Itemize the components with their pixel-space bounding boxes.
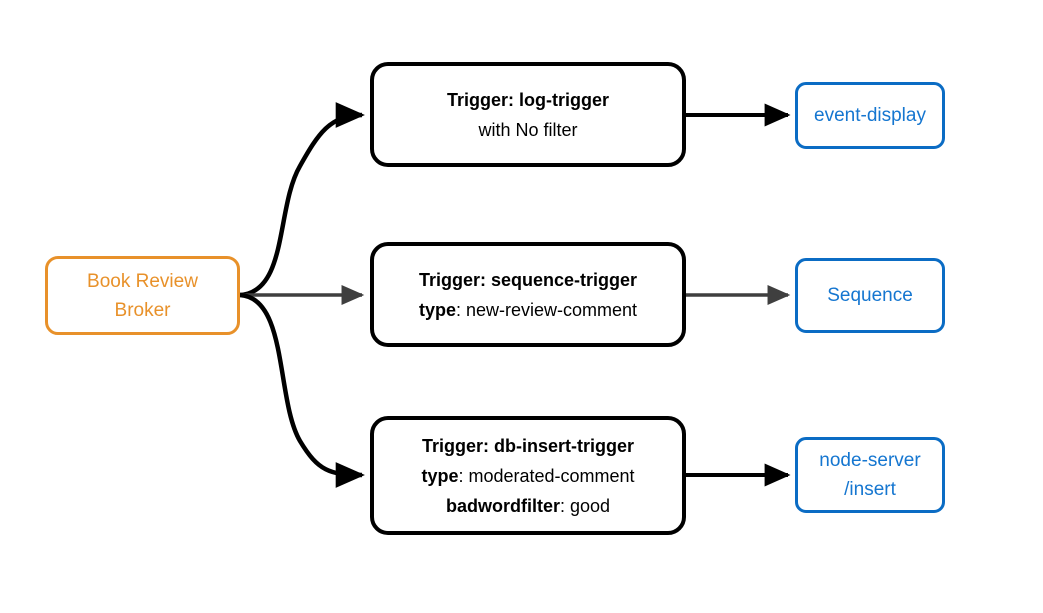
node-target-node-server-insert[interactable]: node-server /insert <box>795 437 945 513</box>
target-sequence-label: Sequence <box>827 285 913 306</box>
connector-broker-to-log-trigger <box>239 102 365 298</box>
target-event-display-label: event-display <box>814 105 926 126</box>
trigger-db-insert-trigger-detail-1-key: type <box>421 465 459 486</box>
trigger-log-trigger-detail-1-value: with No filter <box>478 119 578 140</box>
node-target-sequence[interactable]: Sequence <box>795 258 945 333</box>
connector-broker-to-db-insert-trigger <box>239 292 365 488</box>
node-trigger-db-insert-trigger[interactable]: Trigger: db-insert-trigger type: moderat… <box>370 416 686 535</box>
trigger-db-insert-trigger-detail-1-value: : moderated-comment <box>458 465 635 486</box>
target-node-server-label-line-1: node-server <box>819 450 921 471</box>
trigger-log-trigger-detail-1: with No filter <box>478 115 577 145</box>
trigger-db-insert-trigger-detail-2-key: badwordfilter <box>445 495 560 516</box>
node-trigger-sequence-trigger[interactable]: Trigger: sequence-trigger type: new-revi… <box>370 242 686 347</box>
node-target-event-display[interactable]: event-display <box>795 82 945 149</box>
trigger-sequence-trigger-detail-1: type: new-review-comment <box>419 295 637 325</box>
trigger-db-insert-trigger-detail-1: type: moderated-comment <box>421 461 634 491</box>
trigger-db-insert-trigger-title: Trigger: db-insert-trigger <box>421 435 634 456</box>
trigger-sequence-trigger-detail-1-value: : new-review-comment <box>455 299 638 320</box>
broker-label-line-2: Broker <box>114 299 171 321</box>
trigger-sequence-trigger-detail-1-key: type <box>418 299 456 320</box>
trigger-sequence-trigger-title: Trigger: sequence-trigger <box>418 269 638 290</box>
target-node-server-label-line-2: /insert <box>844 479 896 500</box>
trigger-db-insert-trigger-detail-2-value: : good <box>559 495 611 516</box>
trigger-log-trigger-title: Trigger: log-trigger <box>447 89 609 110</box>
node-book-review-broker[interactable]: Book Review Broker <box>45 256 240 335</box>
trigger-db-insert-trigger-detail-2: badwordfilter: good <box>446 491 610 521</box>
node-trigger-log-trigger[interactable]: Trigger: log-trigger with No filter <box>370 62 686 167</box>
broker-label-line-1: Book Review <box>87 270 198 292</box>
